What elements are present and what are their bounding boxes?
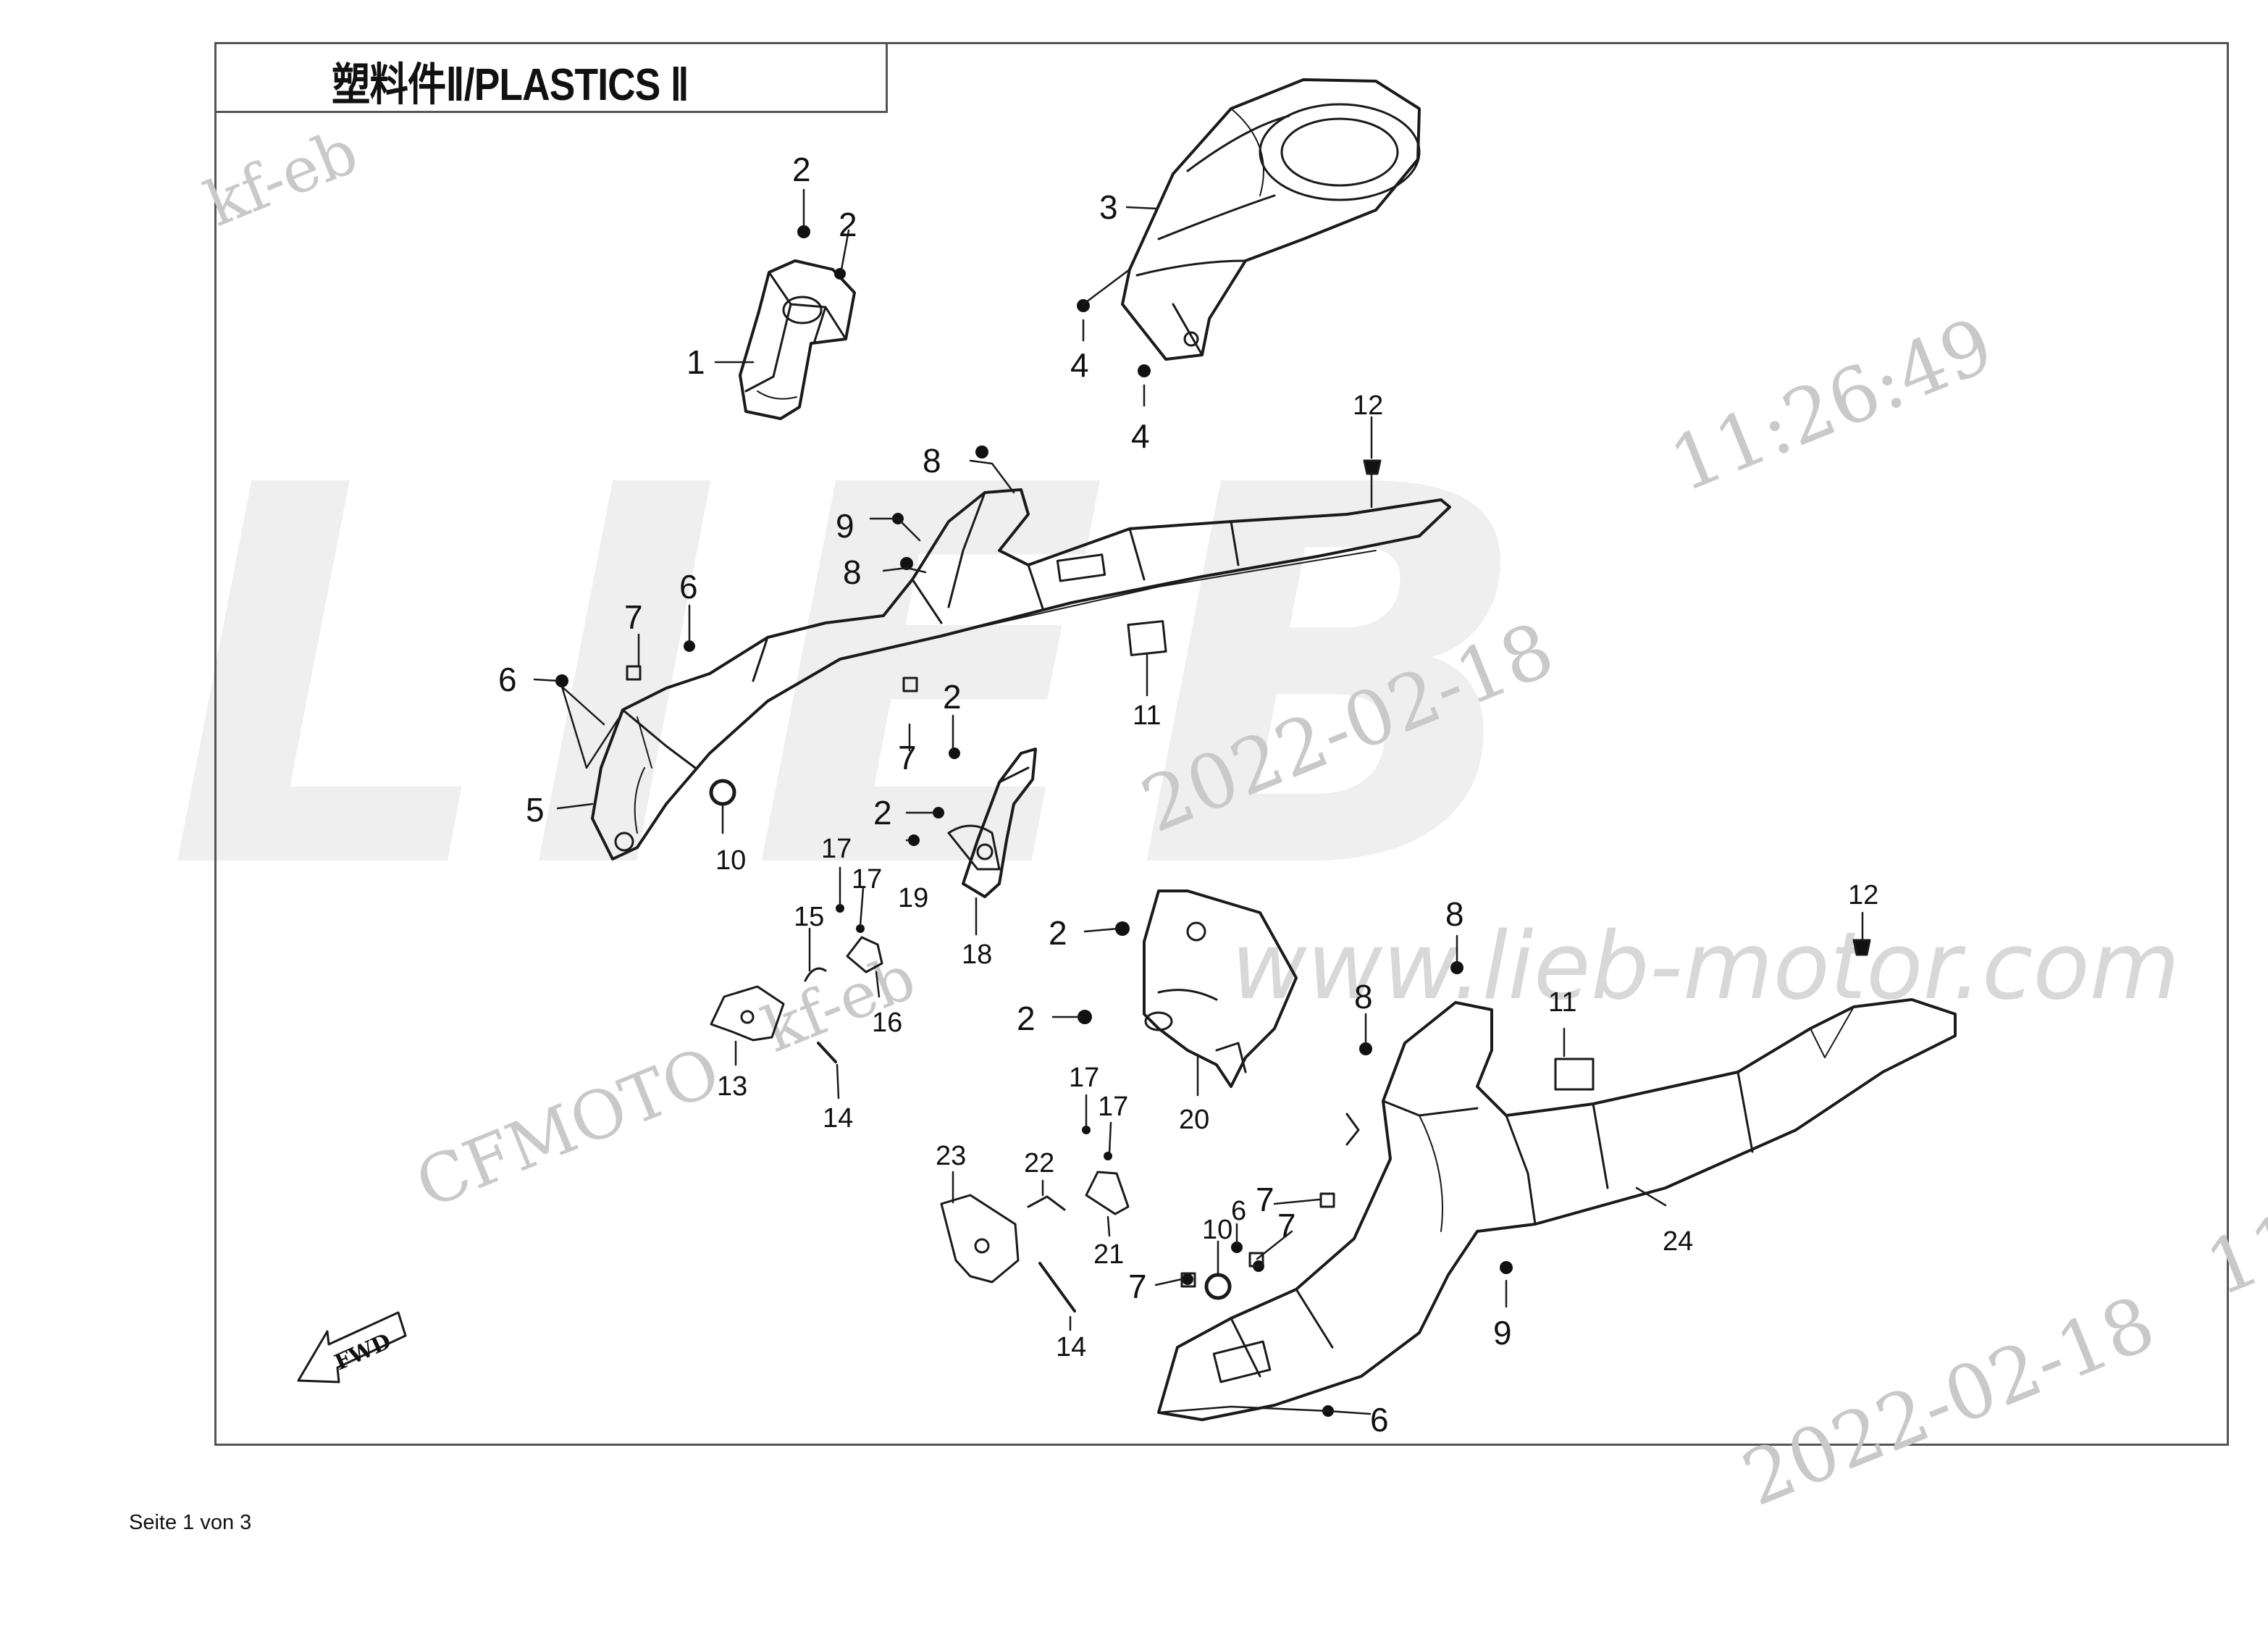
callout-6: 6 <box>1370 1401 1389 1439</box>
callout-7: 7 <box>1256 1181 1274 1218</box>
callout-8: 8 <box>923 442 941 480</box>
callout-17: 17 <box>821 834 852 864</box>
callout-23: 23 <box>936 1141 966 1171</box>
diagram-frame <box>214 42 2229 1446</box>
callout-22: 22 <box>1024 1148 1054 1178</box>
callout-7: 7 <box>898 739 917 776</box>
callout-12: 12 <box>1848 880 1878 910</box>
callout-6: 6 <box>679 568 698 606</box>
title-box <box>214 42 888 113</box>
callout-4: 4 <box>1131 417 1150 455</box>
callout-2: 2 <box>1049 914 1067 952</box>
watermark-brand: LIEB <box>167 377 1563 984</box>
clip-7 <box>626 665 1335 1288</box>
callout-8: 8 <box>1445 895 1464 933</box>
callout-6: 6 <box>498 661 517 698</box>
part-21-clip <box>1085 1171 1130 1215</box>
callout-16: 16 <box>872 1008 902 1038</box>
push-rivet-12 <box>1363 459 1871 956</box>
part-20-cover-plate <box>1143 889 1298 1088</box>
callout-2: 2 <box>1017 1000 1036 1037</box>
callout-11: 11 <box>1133 700 1161 731</box>
part-18-bracket <box>947 748 1037 898</box>
part-13-clip <box>710 985 785 1042</box>
callout-11: 11 <box>1548 987 1576 1018</box>
callout-14: 14 <box>823 1103 853 1134</box>
callout-7: 7 <box>1277 1207 1296 1244</box>
pin-14 <box>817 1042 1076 1312</box>
callout-7: 7 <box>1128 1268 1147 1305</box>
callout-18: 18 <box>962 939 992 970</box>
callout-6: 6 <box>1231 1196 1246 1226</box>
callout-2: 2 <box>792 151 811 188</box>
callout-9: 9 <box>1493 1314 1512 1352</box>
callout-labels: 2 2 1 3 4 4 12 8 9 8 6 7 6 11 5 10 2 7 2… <box>498 151 1878 1439</box>
callout-8: 8 <box>1354 978 1373 1016</box>
part-1-cover <box>739 259 856 420</box>
callout-5: 5 <box>526 791 545 829</box>
part-16-clip <box>846 936 883 974</box>
callout-10: 10 <box>715 845 746 876</box>
leader-lines <box>533 188 1864 1415</box>
callout-13: 13 <box>717 1071 747 1102</box>
callout-12: 12 <box>1353 390 1383 421</box>
callout-17: 17 <box>852 864 882 895</box>
callout-20: 20 <box>1179 1105 1209 1135</box>
part-11-sticker <box>1127 620 1167 656</box>
part-3-tank-cover <box>1121 78 1421 361</box>
part-23-clip <box>940 1194 1020 1284</box>
callout-17: 17 <box>1098 1092 1128 1122</box>
callout-19: 19 <box>898 883 928 913</box>
callout-2: 2 <box>943 678 962 716</box>
callout-24: 24 <box>1663 1226 1693 1257</box>
callout-1: 1 <box>686 343 705 381</box>
fwd-arrow-icon: FWD <box>297 1311 407 1383</box>
fwd-label: FWD <box>331 1328 395 1376</box>
page-footer: Seite 1 von 3 <box>129 1511 252 1534</box>
callout-10: 10 <box>1202 1215 1232 1245</box>
callout-21: 21 <box>1093 1239 1124 1270</box>
spring-15-22 <box>804 967 1066 1211</box>
part-5-side-rail <box>591 488 1451 861</box>
callout-7: 7 <box>624 598 643 636</box>
part-24-side-cover <box>1157 998 1957 1421</box>
callout-9: 9 <box>836 507 854 545</box>
watermark-url: www.lieb-motor.com <box>1231 913 2180 1021</box>
callout-8: 8 <box>843 553 862 591</box>
callout-17: 17 <box>1069 1063 1099 1093</box>
callout-2: 2 <box>873 794 892 832</box>
page-title: 塑料件Ⅱ/PLASTICS Ⅱ <box>332 60 689 110</box>
callout-2: 2 <box>839 206 857 243</box>
callout-15: 15 <box>794 902 824 932</box>
callout-14: 14 <box>1056 1332 1086 1362</box>
callout-4: 4 <box>1070 346 1089 384</box>
callout-3: 3 <box>1099 188 1118 226</box>
